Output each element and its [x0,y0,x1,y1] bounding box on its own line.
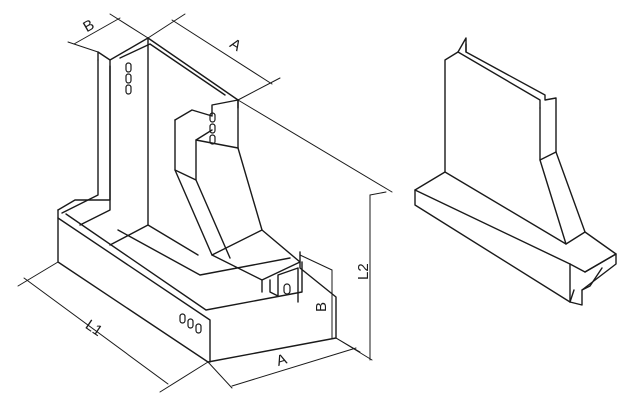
dim-label-a-top: A [227,35,245,55]
inner-tray-slope-inner [195,179,231,259]
plate-tab [581,267,603,291]
dim-label-b-right: B [313,302,330,312]
inner-tray-top [174,99,239,149]
hole-marks-upper-left [125,62,132,95]
hole-marks-lower-front [179,313,202,334]
ext-a-top-left [147,13,186,39]
rear-floor [117,229,291,276]
dim-label-l2: L2 [355,263,372,280]
rear-floor-edge [147,224,199,256]
plate-front-face [414,189,575,303]
ext-l1-left [17,261,59,287]
dim-label-a-bottom: A [274,351,289,370]
base-inner-floor [65,213,303,311]
inner-slot [269,267,299,303]
dim-label-l1: L1 [82,317,105,340]
ext-base-right [207,361,233,389]
left-wall-back [109,37,149,246]
dim-label-b-top: B [80,16,97,36]
left-wall-outer [61,59,99,214]
plate-top [414,37,617,273]
inner-tray-step [195,139,239,149]
ext-right-top [299,254,333,271]
ext-b-top-left [67,41,99,53]
plate-rib-step [539,151,557,161]
dim-a-bottom [231,347,357,387]
ext-top-right [237,99,393,193]
base-top-edge [57,51,111,211]
tray-base-plate-isometric [414,37,617,306]
plate-rib [539,107,567,245]
plate-wall-front [444,171,586,245]
hole-mark-inner-slot [283,283,291,295]
left-wall-inner [79,65,111,226]
inner-tray-slope [174,147,263,256]
inner-tray-front [174,119,213,181]
left-wall-depth [119,43,226,96]
tray-fitting-isometric: B A L1 L2 B A [17,13,393,393]
dim-l1 [23,277,169,385]
dim-b-top [73,17,121,45]
ext-b-top-right [109,13,149,39]
left-wall-flange [109,37,239,109]
base-front-top [57,217,211,363]
inner-tray-landing [211,229,301,281]
ext-a-top-right [237,77,281,101]
ext-base-far [335,337,361,353]
dim-a-top [171,19,273,85]
hole-marks-upper-inner [209,112,216,145]
plate-right-face [569,253,617,306]
plate-wall-inner [457,51,541,109]
base-outline [57,209,337,363]
ext-l2-top [369,191,387,196]
ext-l1-right [159,361,209,393]
